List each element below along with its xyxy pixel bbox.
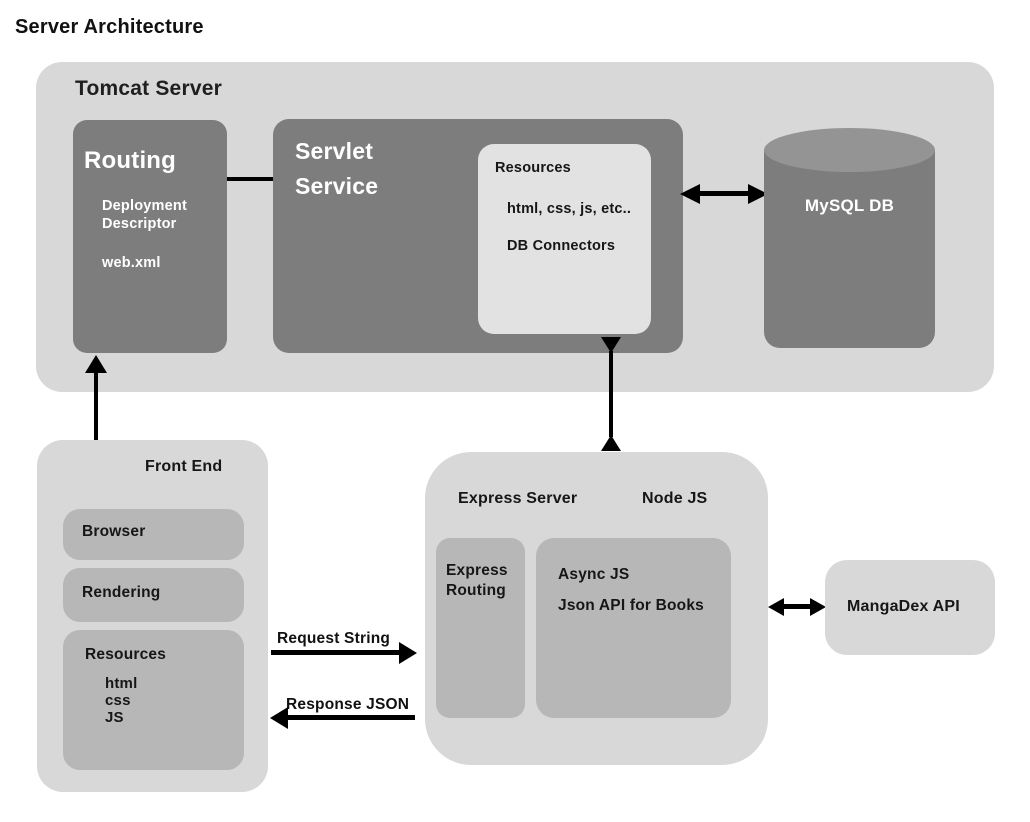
response-json-label: Response JSON bbox=[286, 696, 410, 713]
servlet-mysql-arrow-line bbox=[696, 191, 752, 196]
servlet-mysql-arrowhead-left-icon bbox=[680, 184, 700, 204]
routing-title: Routing bbox=[84, 147, 177, 174]
routing-box bbox=[73, 120, 227, 353]
servlet-resources-item-db-connectors: DB Connectors bbox=[507, 238, 616, 254]
resources-express-arrowhead-top-icon bbox=[601, 337, 621, 353]
rendering-label: Rendering bbox=[82, 584, 161, 601]
frontend-resources-item-js: JS bbox=[105, 709, 124, 726]
response-arrowhead-left-icon bbox=[270, 707, 288, 729]
request-arrowhead-right-icon bbox=[399, 642, 417, 664]
frontend-resources-title: Resources bbox=[85, 646, 167, 663]
request-arrow-line bbox=[271, 650, 401, 655]
express-routing-label: Express Routing bbox=[446, 562, 508, 599]
browser-label: Browser bbox=[82, 523, 146, 540]
frontend-resources-items: html css JS bbox=[105, 675, 137, 726]
servlet-service-title: Servlet Service bbox=[295, 138, 379, 199]
request-string-label: Request String bbox=[277, 630, 391, 647]
express-mangadex-arrowhead-right-icon bbox=[810, 598, 826, 616]
mangadex-api-box bbox=[825, 560, 995, 655]
express-mangadex-arrow-line bbox=[783, 604, 811, 609]
routing-browser-arrowhead-up-icon bbox=[85, 355, 107, 373]
routing-deployment-descriptor: Deployment Descriptor bbox=[102, 198, 187, 232]
tomcat-server-label: Tomcat Server bbox=[75, 77, 222, 100]
express-mangadex-arrowhead-left-icon bbox=[768, 598, 784, 616]
node-js-label: Node JS bbox=[642, 490, 708, 507]
frontend-resources-item-css: css bbox=[105, 692, 131, 709]
routing-webxml: web.xml bbox=[102, 255, 161, 271]
rendering-box bbox=[63, 568, 244, 622]
async-js-box bbox=[536, 538, 731, 718]
resources-express-arrow-line bbox=[609, 351, 613, 437]
servlet-resources-title: Resources bbox=[495, 160, 571, 176]
frontend-resources-box bbox=[63, 630, 244, 770]
resources-express-arrowhead-bottom-icon bbox=[601, 435, 621, 451]
frontend-resources-item-html: html bbox=[105, 675, 138, 692]
servlet-mysql-arrowhead-right-icon bbox=[748, 184, 768, 204]
express-routing-box bbox=[436, 538, 525, 718]
mysql-db-cylinder-body bbox=[764, 150, 935, 348]
routing-servlet-connector-line bbox=[227, 177, 273, 181]
mangadex-api-label: MangaDex API bbox=[847, 598, 960, 615]
browser-box bbox=[63, 509, 244, 560]
response-arrow-line bbox=[286, 715, 415, 720]
mysql-db-label: MySQL DB bbox=[804, 196, 895, 215]
front-end-label: Front End bbox=[145, 458, 223, 475]
json-api-label: Json API for Books bbox=[558, 597, 704, 614]
routing-browser-arrow-line bbox=[94, 371, 98, 489]
mysql-db-cylinder-top bbox=[764, 128, 935, 172]
servlet-resources-item-web-assets: html, css, js, etc.. bbox=[507, 201, 632, 217]
page-title: Server Architecture bbox=[15, 16, 204, 38]
express-server-label: Express Server bbox=[458, 490, 578, 507]
async-js-label: Async JS bbox=[558, 566, 630, 583]
servlet-resources-box bbox=[478, 144, 651, 334]
